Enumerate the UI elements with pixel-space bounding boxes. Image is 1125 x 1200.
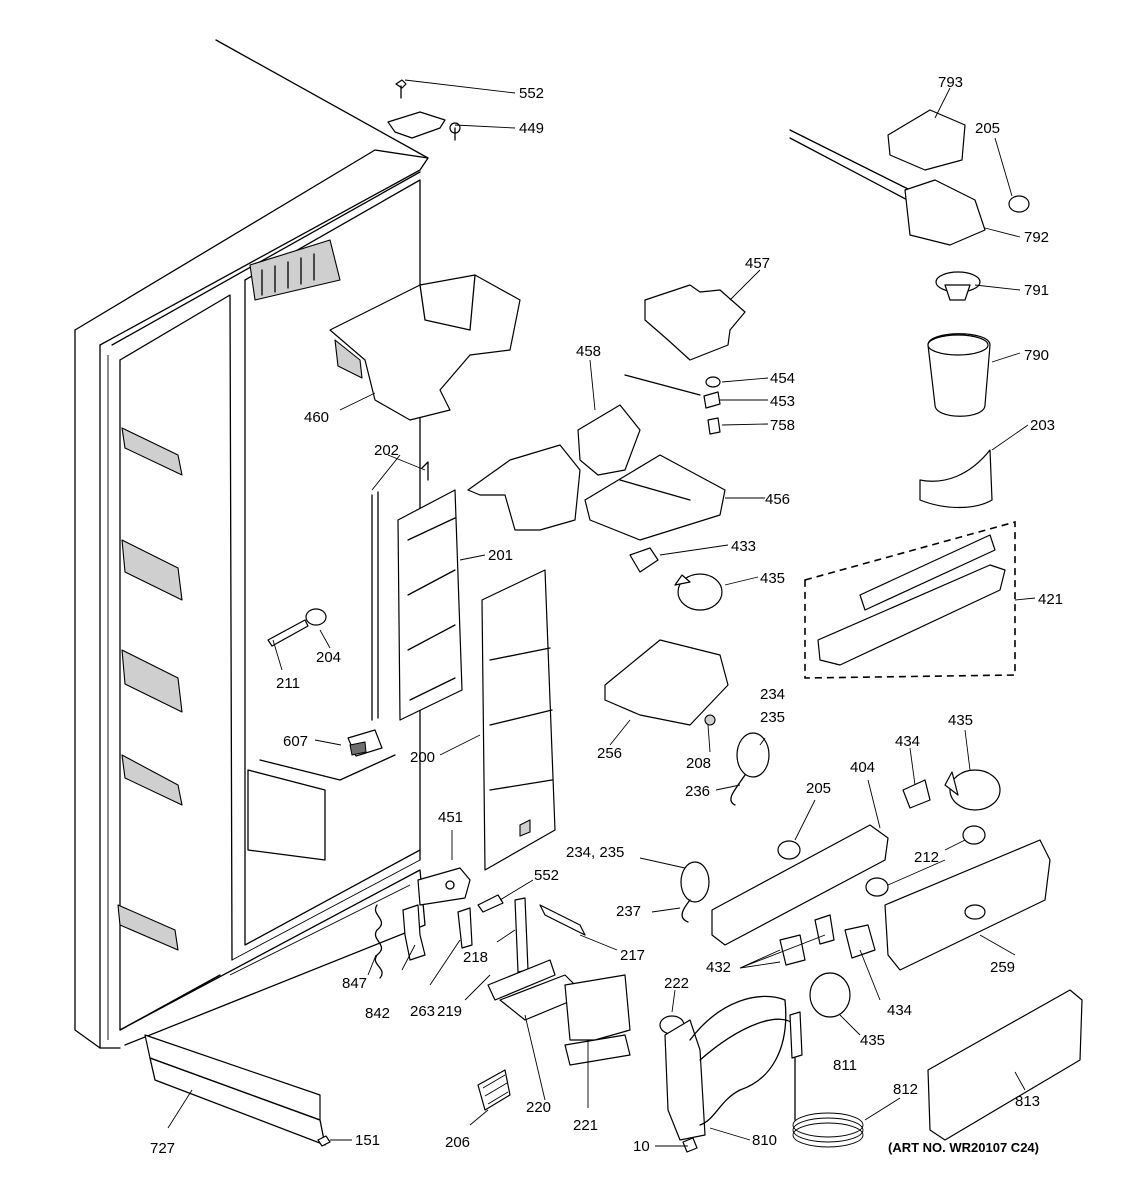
label-204: 204 [316, 649, 341, 666]
label-256: 256 [597, 745, 622, 762]
label-434: 434 [895, 733, 920, 750]
label-234: 234 [760, 686, 785, 703]
label-456: 456 [765, 491, 790, 508]
label-432: 432 [706, 959, 731, 976]
kick-plate-727 [144, 1034, 331, 1147]
screw-and-spacer [267, 608, 327, 647]
plate-457 [644, 284, 746, 361]
label-458: 458 [576, 343, 601, 360]
cover-256 [604, 639, 729, 726]
label-201: 201 [488, 547, 513, 564]
label-211: 211 [276, 675, 300, 692]
label-206: 206 [445, 1134, 470, 1151]
label-222: 222 [664, 975, 689, 992]
label-727: 727 [150, 1140, 175, 1157]
label-200: 200 [410, 749, 435, 766]
label-205: 205 [806, 780, 831, 797]
label-812: 812 [893, 1081, 918, 1098]
right-bulb-435 [902, 769, 1001, 811]
label-151: 151 [355, 1132, 380, 1149]
label-454: 454 [770, 370, 795, 387]
label-842: 842 [365, 1005, 390, 1022]
light-covers-and-sockets [711, 824, 1051, 1018]
label-221: 221 [573, 1117, 598, 1134]
label-449: 449 [519, 120, 544, 137]
label-453: 453 [770, 393, 795, 410]
label-811: 811 [833, 1057, 857, 1074]
label-212: 212 [914, 849, 939, 866]
switch-607 [347, 729, 383, 757]
top-hinge [387, 79, 461, 141]
label-263: 263 [410, 1003, 435, 1020]
label-203: 203 [1030, 417, 1055, 434]
label-435: 435 [760, 570, 785, 587]
label-552: 552 [519, 85, 544, 102]
chute-parts [487, 959, 685, 1066]
dispenser-tubing [664, 989, 1083, 1153]
label-220: 220 [526, 1099, 551, 1116]
refrigerator-case [74, 39, 429, 1049]
dispenser-housing [467, 374, 726, 541]
label-552: 552 [534, 867, 559, 884]
label-791: 791 [1024, 282, 1049, 299]
label-792: 792 [1024, 229, 1049, 246]
label-236: 236 [685, 783, 710, 800]
label-758: 758 [770, 417, 795, 434]
part-labels: 552 449 793 205 792 791 790 457 458 454 … [150, 74, 1063, 1157]
air-duct-460 [329, 274, 521, 421]
label-433: 433 [731, 538, 756, 555]
water-filter-assembly [789, 109, 1030, 509]
label-451: 451 [438, 809, 463, 826]
center-panels [371, 461, 556, 871]
label-208: 208 [686, 755, 711, 772]
label-259: 259 [990, 959, 1015, 976]
dispenser-levers [374, 867, 586, 979]
dispenser-control-421 [804, 520, 1016, 679]
label-434: 434 [887, 1002, 912, 1019]
label-435: 435 [860, 1032, 885, 1049]
label-847: 847 [342, 975, 367, 992]
label-813: 813 [1015, 1093, 1040, 1110]
label-205: 205 [975, 120, 1000, 137]
label-421: 421 [1038, 591, 1063, 608]
leader-lines [167, 79, 1036, 1147]
label-607: 607 [283, 733, 308, 750]
art-number: (ART NO. WR20107 C24) [888, 1140, 1039, 1155]
label-457: 457 [745, 255, 770, 272]
label-460: 460 [304, 409, 329, 426]
light-socket-and-bulb [629, 547, 723, 611]
label-790: 790 [1024, 347, 1049, 364]
label-202: 202 [374, 442, 399, 459]
fittings-454-453-758 [703, 376, 721, 435]
label-219: 219 [437, 1003, 462, 1020]
springs-and-covers [680, 732, 770, 923]
label-810: 810 [752, 1132, 777, 1149]
label-10: 10 [633, 1138, 650, 1155]
label-218: 218 [463, 949, 488, 966]
grille-206 [477, 1069, 511, 1111]
label-217: 217 [620, 947, 645, 964]
label-793: 793 [938, 74, 963, 91]
label-435: 435 [948, 712, 973, 729]
label-237: 237 [616, 903, 641, 920]
label-234-235: 234, 235 [566, 844, 624, 861]
label-235: 235 [760, 709, 785, 726]
label-404: 404 [850, 759, 875, 776]
